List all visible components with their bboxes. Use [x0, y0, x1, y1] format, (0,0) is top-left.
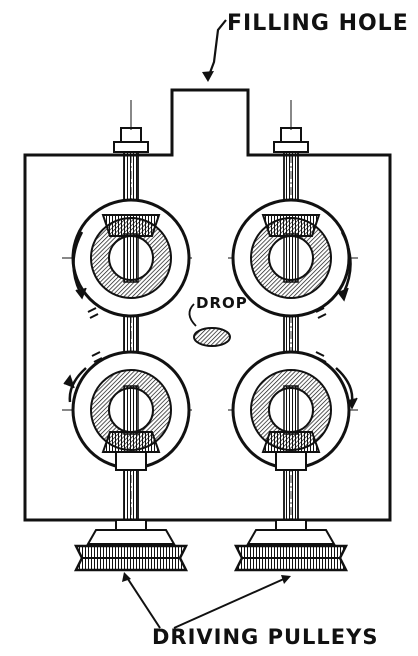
driving-pulleys-label: DRIVING PULLEYS	[152, 625, 379, 649]
drop-leader	[188, 303, 197, 327]
arrow-upper-left	[72, 231, 84, 293]
filling-hole-arrowhead	[202, 71, 214, 82]
pulley-left	[73, 519, 189, 572]
right-shaft-nut	[280, 127, 302, 143]
pulley-leader-right	[173, 577, 287, 629]
gear-wheel-lower-left	[71, 350, 191, 471]
arrow-upper-right	[340, 231, 352, 293]
filling-hole-label: FILLING HOLE	[227, 11, 409, 36]
pulley-leader-left	[125, 575, 161, 629]
drop-shape	[193, 327, 231, 347]
rotation-arrows	[63, 231, 358, 410]
gear-wheel-lower-right	[231, 350, 351, 471]
filling-hole-leader	[206, 19, 227, 79]
arrow-lower-right	[335, 367, 354, 403]
gear-wheel-upper-left	[71, 198, 191, 318]
pulley-right	[233, 519, 349, 572]
left-shaft-nut	[120, 127, 142, 143]
drop-label: DROP	[196, 294, 248, 312]
gear-wheel-upper-right	[231, 198, 351, 318]
